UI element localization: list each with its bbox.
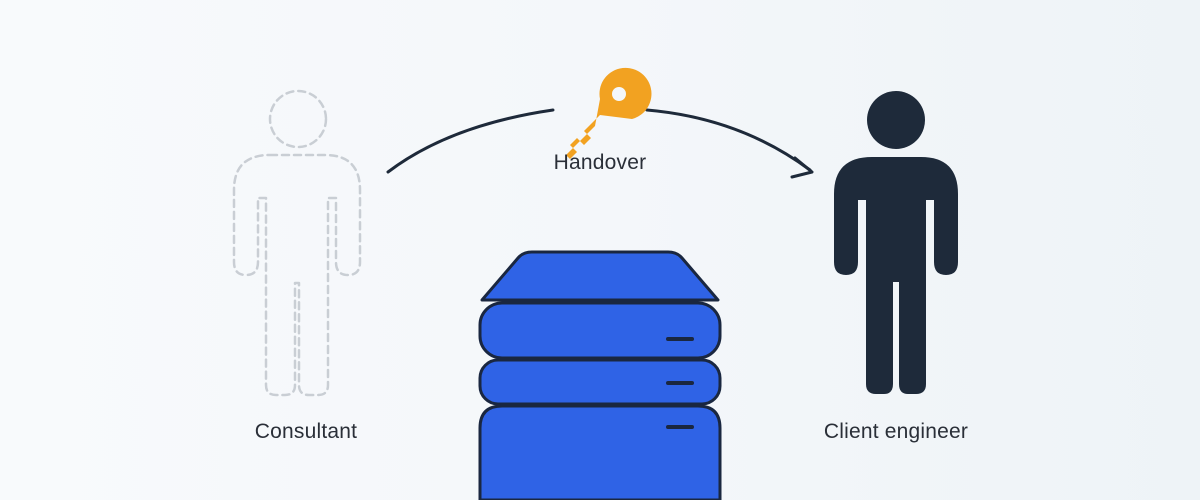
server-unit-1 — [478, 301, 722, 360]
handover-arrow — [386, 108, 814, 179]
consultant-label: Consultant — [254, 420, 358, 443]
client-person-solid-icon — [834, 91, 958, 394]
handover-arrow-left-segment — [386, 108, 555, 174]
handover-arrow-right-segment — [645, 108, 812, 172]
arrowhead-icon — [790, 156, 814, 179]
server-top-cap — [480, 250, 720, 302]
key-icon — [566, 67, 652, 159]
client-engineer-label: Client engineer — [823, 420, 969, 443]
server-unit-3 — [478, 404, 722, 500]
server-stack-icon — [478, 250, 722, 500]
server-unit-2 — [478, 358, 722, 406]
handover-label: Handover — [553, 151, 647, 174]
consultant-person-dashed-outline-icon — [232, 89, 362, 397]
